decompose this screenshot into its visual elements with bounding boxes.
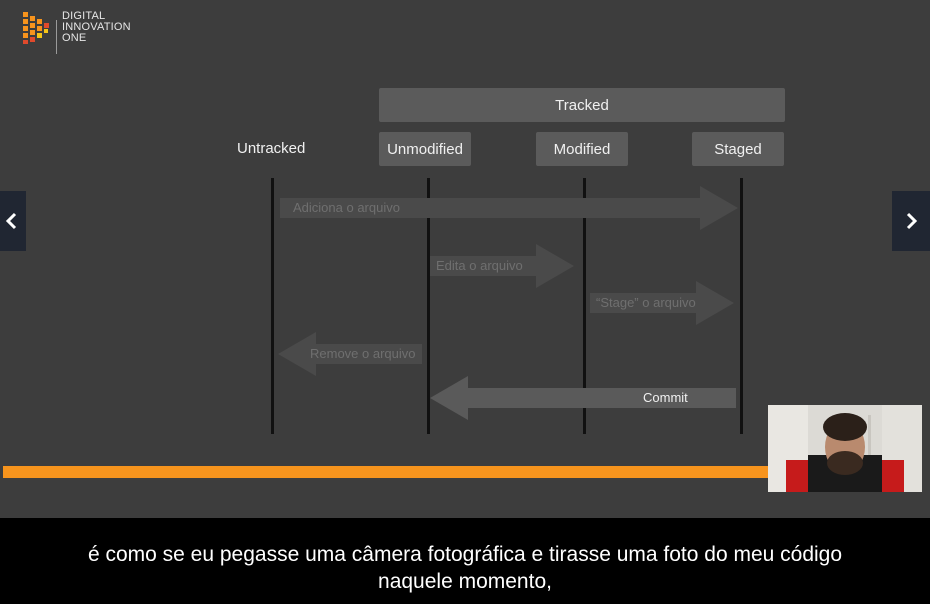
- lifeline-staged: [740, 178, 743, 434]
- arrow-remove: [278, 332, 422, 376]
- state-staged: Staged: [692, 132, 784, 166]
- arrow-edit-label: Edita o arquivo: [436, 258, 523, 273]
- logo-divider: [56, 20, 57, 54]
- presenter-image: [768, 405, 922, 492]
- chevron-right-icon: [906, 212, 918, 230]
- subtitle-area: é como se eu pegasse uma câmera fotográf…: [0, 518, 930, 604]
- arrow-commit-label: Commit: [643, 390, 688, 405]
- arrow-add: [280, 186, 738, 230]
- video-progress-bar[interactable]: [3, 466, 772, 478]
- arrow-stage: [590, 281, 734, 325]
- arrow-add-label: Adiciona o arquivo: [293, 200, 400, 215]
- subtitle-line-2: naquele momento,: [378, 570, 552, 593]
- subtitle-line-1: é como se eu pegasse uma câmera fotográf…: [87, 543, 843, 566]
- prev-slide-button[interactable]: [0, 191, 26, 251]
- next-slide-button[interactable]: [892, 191, 930, 251]
- tracked-header: Tracked: [379, 88, 785, 122]
- chevron-left-icon: [5, 212, 17, 230]
- state-unmodified: Unmodified: [379, 132, 471, 166]
- lifeline-unmodified: [427, 178, 430, 434]
- lifeline-untracked: [271, 178, 274, 434]
- presenter-webcam: [768, 405, 922, 492]
- state-untracked: Untracked: [237, 140, 306, 157]
- arrow-remove-label: Remove o arquivo: [310, 346, 416, 361]
- arrow-edit: [430, 244, 574, 288]
- logo-line2: INNOVATION: [62, 21, 131, 33]
- play-triangle-logo-icon: [23, 12, 49, 44]
- lifeline-modified: [583, 178, 586, 434]
- arrow-commit: [430, 376, 736, 420]
- logo-line1: DIGITAL: [62, 10, 106, 22]
- state-modified: Modified: [536, 132, 628, 166]
- logo-line3: ONE: [62, 32, 87, 44]
- video-frame: DIGITAL INNOVATION ONE Tracked Untracked…: [0, 0, 930, 518]
- dio-logo: DIGITAL INNOVATION ONE: [22, 10, 162, 54]
- arrow-stage-label: “Stage” o arquivo: [596, 295, 696, 310]
